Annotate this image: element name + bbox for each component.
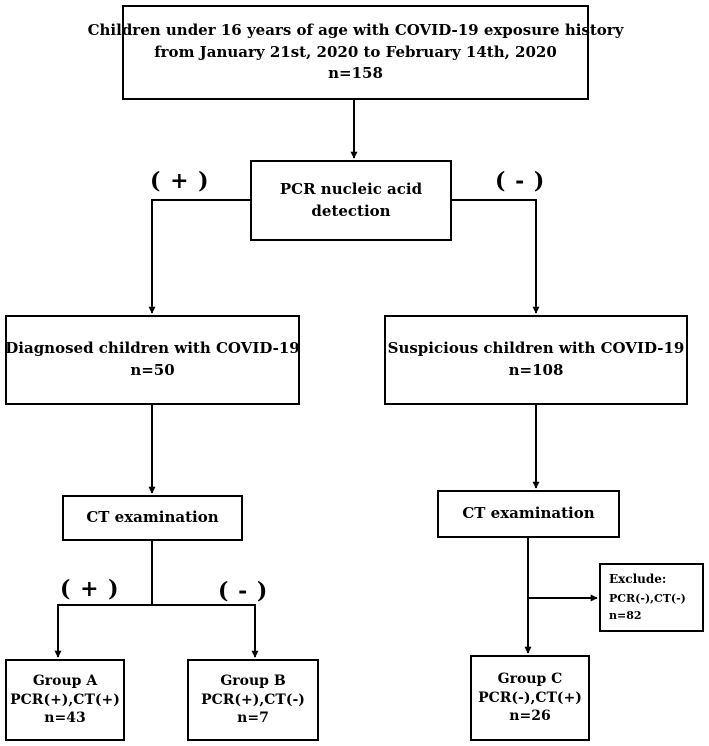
group-c-node-line-2: PCR(-),CT(+): [478, 689, 582, 706]
ct-left-node: CT examination: [62, 495, 243, 541]
suspicious-node: Suspicious children with COVID-19 n=108: [384, 315, 688, 405]
group-a-node: Group A PCR(+),CT(+) n=43: [5, 659, 125, 741]
root-node-line-2: from January 21st, 2020 to February 14th…: [154, 42, 557, 61]
group-b-node: Group B PCR(+),CT(-) n=7: [187, 659, 319, 741]
pcr-positive-label: ( + ): [150, 168, 210, 194]
group-a-node-line-3: n=43: [44, 710, 86, 727]
diagnosed-node-line-1: Diagnosed children with COVID-19: [5, 339, 300, 358]
group-c-node: Group C PCR(-),CT(+) n=26: [470, 655, 590, 741]
pcr-negative-label: ( - ): [495, 168, 546, 194]
group-b-node-line-3: n=7: [237, 710, 269, 727]
suspicious-node-line-1: Suspicious children with COVID-19: [387, 339, 685, 358]
exclude-node: Exclude: PCR(-),CT(-) n=82: [599, 563, 704, 632]
diagnosed-node: Diagnosed children with COVID-19 n=50: [5, 315, 300, 405]
group-a-node-line-2: PCR(+),CT(+): [10, 691, 120, 708]
group-a-node-line-1: Group A: [32, 672, 98, 689]
group-b-node-line-2: PCR(+),CT(-): [201, 691, 305, 708]
ct-right-node: CT examination: [437, 490, 620, 538]
exclude-node-line-2: PCR(-),CT(-): [609, 591, 686, 605]
edge-ct-left-to-group-a: [54, 604, 152, 658]
ct-positive-label: ( + ): [60, 576, 120, 602]
group-c-node-line-1: Group C: [497, 670, 563, 687]
pcr-node: PCR nucleic acid detection: [250, 160, 452, 241]
diagnosed-node-line-2: n=50: [130, 361, 175, 379]
exclude-node-line-1: Exclude:: [609, 572, 667, 587]
edge-pcr-to-suspicious: [452, 199, 540, 314]
ct-negative-label: ( - ): [218, 578, 269, 604]
ct-right-node-label: CT examination: [462, 504, 595, 523]
pcr-node-line-1: PCR nucleic acid: [279, 179, 423, 198]
root-node-line-1: Children under 16 years of age with COVI…: [87, 20, 624, 39]
pcr-node-line-2: detection: [311, 201, 391, 220]
edge-ct-left-to-group-b: [152, 604, 259, 658]
exclude-node-line-3: n=82: [609, 609, 642, 623]
suspicious-node-line-2: n=108: [508, 361, 564, 379]
root-node-line-3: n=158: [328, 64, 383, 83]
edge-pcr-to-diagnosed: [148, 199, 250, 314]
group-c-node-line-3: n=26: [509, 708, 551, 725]
ct-left-node-label: CT examination: [86, 508, 219, 527]
group-b-node-line-1: Group B: [220, 672, 286, 689]
root-node: Children under 16 years of age with COVI…: [88, 5, 623, 100]
